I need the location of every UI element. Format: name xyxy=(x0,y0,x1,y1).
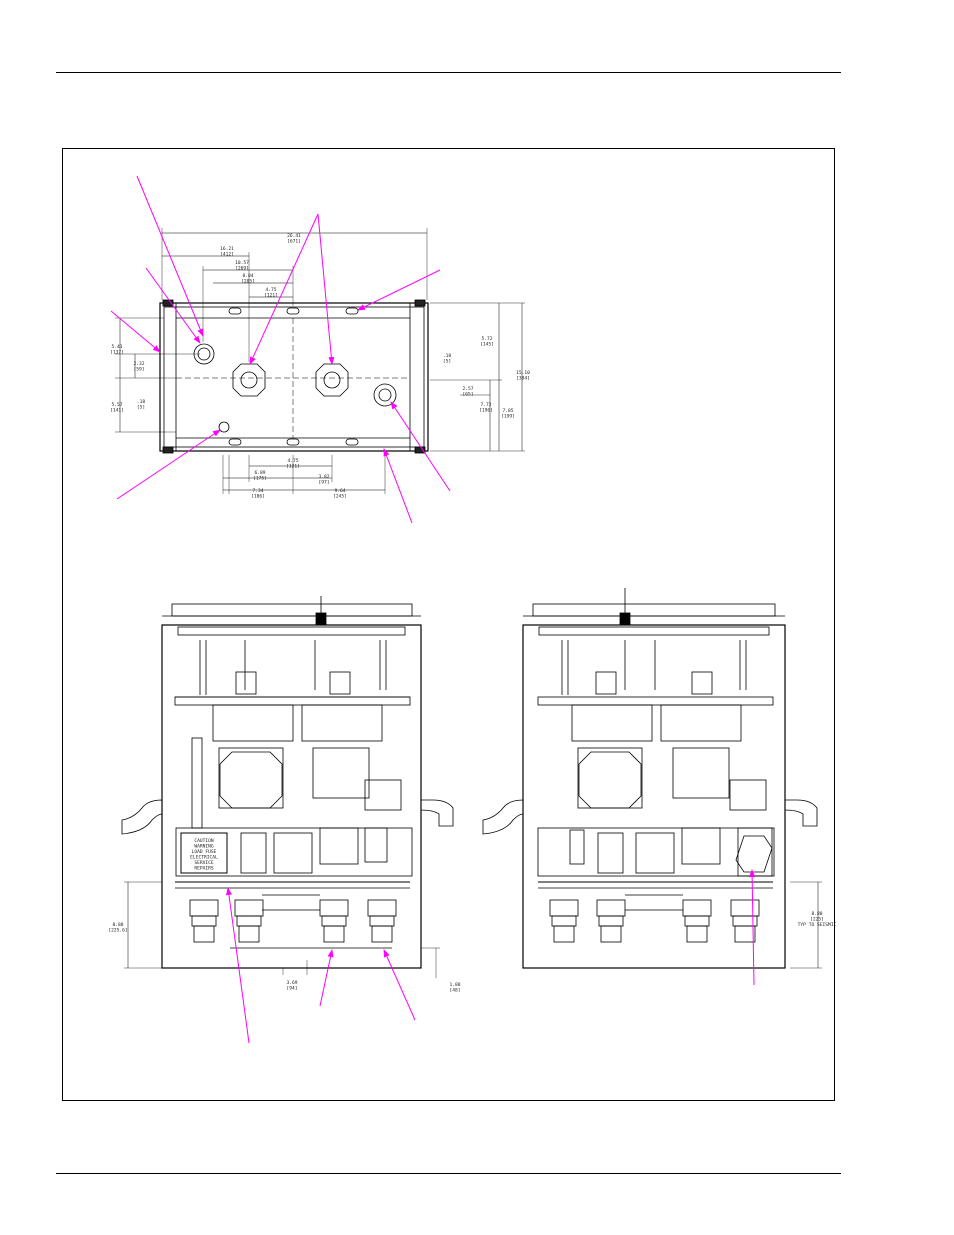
front-left-offset-dim-metric: [94] xyxy=(286,986,297,992)
figure-frame xyxy=(62,148,835,1101)
width-dim-0-metric: [671] xyxy=(287,239,301,245)
right-dim-1-metric: [5] xyxy=(443,359,451,365)
left-dim-0-metric: [137] xyxy=(110,350,124,356)
left-dim-0-value: 5.41 xyxy=(111,344,122,350)
front-view-right-dimensions: 8.88[225]TYP TO SEISMIC xyxy=(798,911,837,928)
front-left-offset-dim-value: 3.69 xyxy=(286,980,297,986)
nameplate-line: SERVICE xyxy=(194,860,214,866)
right-dim-4-value: 7.85 xyxy=(502,408,513,414)
right-dim-5: 15.10[384] xyxy=(516,370,530,382)
left-dim-2: .18[5] xyxy=(137,399,146,411)
bottom-dim-0-metric: [121] xyxy=(286,464,300,470)
right-dim-3: 7.72[196] xyxy=(479,402,493,414)
width-dim-3-value: 8.04 xyxy=(242,273,253,279)
right-dim-3-metric: [196] xyxy=(479,408,493,414)
right-dim-5-metric: [384] xyxy=(516,376,530,382)
left-dim-2-metric: [5] xyxy=(137,405,145,411)
width-dim-4-metric: [121] xyxy=(264,293,278,299)
right-dim-4: 7.85[199] xyxy=(501,408,515,420)
bottom-dim-3: 7.34[186] xyxy=(251,488,265,500)
bottom-dim-4-value: 9.64 xyxy=(334,488,345,494)
nameplate-line: WARNING xyxy=(194,844,214,850)
front-left-dim-lines xyxy=(124,881,440,978)
nameplate-line: ELECTRICAL xyxy=(190,855,218,861)
width-dim-1-value: 16.21 xyxy=(220,246,234,252)
right-dim-2: 2.57[65] xyxy=(462,386,473,398)
right-dim-0-value: 5.72 xyxy=(481,336,492,342)
front-left-height-dim-value: 8.88 xyxy=(112,922,123,928)
bottom-dim-1-value: 6.89 xyxy=(254,470,265,476)
width-dim-0-value: 26.41 xyxy=(287,233,301,239)
callout-arrows xyxy=(110,175,756,1044)
front-left-foot-dim-value: 1.88 xyxy=(449,982,460,988)
nameplate-line: CAUTION xyxy=(194,838,214,844)
left-dim-2-value: .18 xyxy=(137,399,146,405)
bottom-dim-1: 6.89[175] xyxy=(253,470,267,482)
front-left-height-dim: 8.88[225.6] xyxy=(108,922,127,934)
nameplate-line: REPAIRS xyxy=(194,866,214,872)
right-dim-5-value: 15.10 xyxy=(516,370,530,376)
right-dim-1: .18[5] xyxy=(443,353,452,365)
front-left-height-dim-metric: [225.6] xyxy=(108,928,127,934)
left-dim-0: 5.41[137] xyxy=(110,344,124,356)
header-rule xyxy=(56,72,841,73)
bottom-dim-0-value: 4.75 xyxy=(287,458,298,464)
front-view-left-dimensions: 8.88[225.6] 3.69[94] 1.88[48] xyxy=(108,922,460,994)
width-dim-2-value: 10.57 xyxy=(235,260,249,266)
right-dim-0: 5.72[145] xyxy=(480,336,494,348)
front-left-foot-dim: 1.88[48] xyxy=(449,982,460,994)
footer-rule xyxy=(56,1173,841,1174)
right-dim-2-metric: [65] xyxy=(462,392,473,398)
left-dim-3: 5.57[141] xyxy=(110,402,124,414)
bottom-dim-2: 3.82[97] xyxy=(318,474,329,486)
width-dim-2: 10.57[269] xyxy=(235,260,249,272)
width-dim-0: 26.41[671] xyxy=(287,233,301,245)
width-dim-3-metric: [205] xyxy=(241,279,255,285)
front-right-height-dim-note: TYP TO SEISMIC xyxy=(798,922,837,928)
right-dim-1-value: .18 xyxy=(443,353,452,359)
right-dim-3-value: 7.72 xyxy=(480,402,491,408)
width-dim-1: 16.21[412] xyxy=(220,246,234,258)
width-dim-4-value: 4.75 xyxy=(265,287,276,293)
right-dim-2-value: 2.57 xyxy=(462,386,473,392)
front-left-foot-dim-metric: [48] xyxy=(449,988,460,994)
front-left-offset-dim: 3.69[94] xyxy=(286,980,297,992)
right-dim-4-metric: [199] xyxy=(501,414,515,420)
left-dim-1: 2.32[59] xyxy=(133,361,144,373)
top-view-dimensions: 26.41[671] 16.21[412]10.57[269]8.04[205] 4… xyxy=(110,233,530,500)
width-dim-3: 8.04[205] xyxy=(241,273,255,285)
nameplate-line: LOAD FUSE xyxy=(192,849,217,855)
bottom-dim-4: 9.64[245] xyxy=(333,488,347,500)
bottom-dim-4-metric: [245] xyxy=(333,494,347,500)
top-view xyxy=(115,228,525,494)
front-view-left xyxy=(121,596,454,969)
bottom-dim-3-value: 7.34 xyxy=(252,488,263,494)
front-right-height-dim-value: 8.88 xyxy=(811,911,822,917)
right-dim-0-metric: [145] xyxy=(480,342,494,348)
left-dim-3-metric: [141] xyxy=(110,408,124,414)
bottom-dim-3-metric: [186] xyxy=(251,494,265,500)
bottom-dim-2-metric: [97] xyxy=(318,480,329,486)
left-dim-1-metric: [59] xyxy=(133,367,144,373)
width-dim-2-metric: [269] xyxy=(235,266,249,272)
front-right-height-dim-metric: [225] xyxy=(810,917,824,923)
width-dim-1-metric: [412] xyxy=(220,252,234,258)
front-view-right xyxy=(482,588,822,969)
left-dim-1-value: 2.32 xyxy=(133,361,144,367)
bottom-dim-0: 4.75[121] xyxy=(286,458,300,470)
bottom-dim-2-value: 3.82 xyxy=(318,474,329,480)
front-right-height-dim: 8.88[225]TYP TO SEISMIC xyxy=(798,911,837,928)
width-dim-4: 4.75[121] xyxy=(264,287,278,299)
left-dim-3-value: 5.57 xyxy=(111,402,122,408)
bottom-dim-1-metric: [175] xyxy=(253,476,267,482)
